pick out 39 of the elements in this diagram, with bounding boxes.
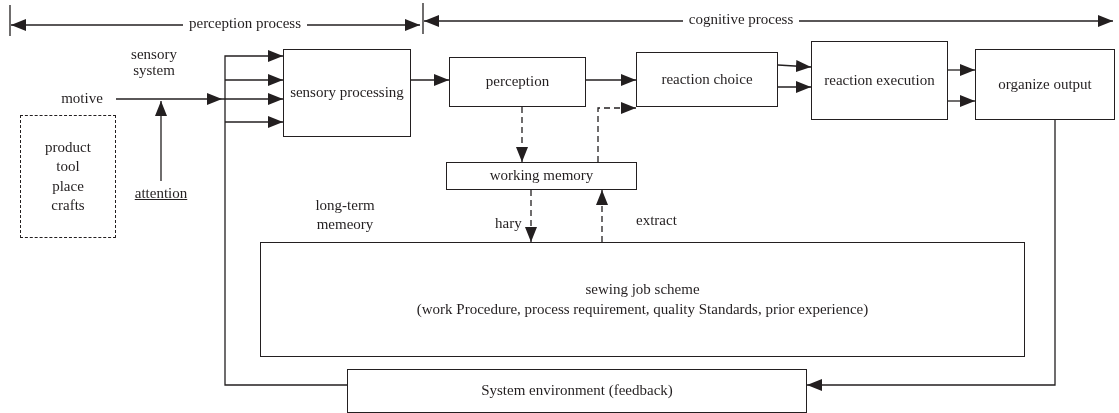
process-box (449, 57, 586, 107)
arrow (947, 95, 976, 107)
node-description: (work Procedure, process requirement, quality Standards, prior experience) (416, 299, 869, 319)
dashed-arrow (525, 189, 537, 243)
node-title: product tool place crafts (44, 137, 92, 215)
arrow (224, 50, 348, 386)
node-title: sewing job scheme (585, 280, 700, 299)
node-title: reaction choice (661, 69, 753, 89)
dashed-arrow (597, 102, 637, 163)
arrow (777, 81, 812, 93)
process-box (283, 49, 411, 137)
dashed-box (20, 115, 116, 238)
process-box (446, 162, 637, 190)
edge-label: hary (495, 214, 522, 232)
node-title: perception (485, 72, 550, 92)
arrow (410, 74, 450, 86)
arrow (115, 93, 284, 105)
text-label: motive (52, 89, 112, 109)
node-title: System environment (feedback) (481, 381, 673, 401)
text-label: long-term memeory (314, 196, 376, 234)
edge-label: extract (636, 211, 677, 229)
arrow (777, 60, 812, 73)
process-box (636, 52, 778, 107)
arrow (947, 64, 976, 76)
process-box (811, 41, 948, 120)
arrow (585, 74, 637, 86)
arrow (806, 119, 1056, 391)
underlined-label: attention (125, 183, 197, 205)
process-box (347, 369, 807, 413)
process-box (260, 242, 1025, 357)
node-title: working memory (489, 166, 594, 186)
arrow (155, 100, 167, 182)
text-label: sensory system (130, 47, 178, 79)
process-box (975, 49, 1115, 120)
node-title: reaction execution (824, 70, 935, 90)
node-title: sensory processing (290, 83, 404, 103)
node-title: organize output (998, 74, 1092, 94)
dashed-arrow (596, 189, 608, 243)
dashed-arrow (516, 106, 528, 163)
